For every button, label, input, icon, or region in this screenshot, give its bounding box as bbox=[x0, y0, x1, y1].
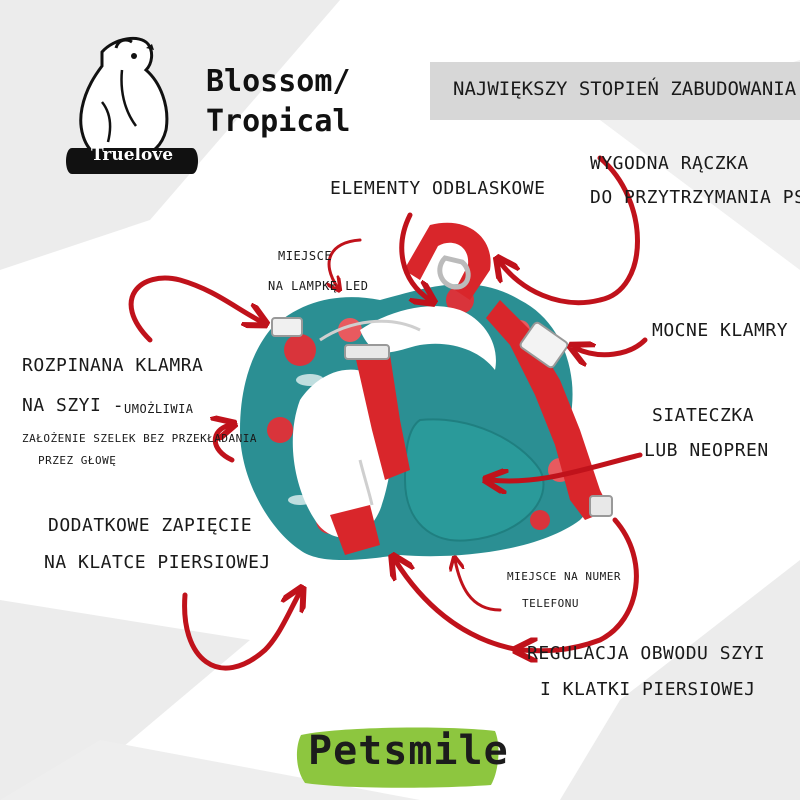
label-neck-line2: NA SZYI - bbox=[22, 395, 125, 416]
petsmile-logo-background bbox=[296, 727, 499, 788]
product-title: Blossom/ Tropical bbox=[206, 62, 351, 142]
label-adjust-line1: REGULACJA OBWODU SZYI bbox=[527, 643, 766, 664]
label-reflective: ELEMENTY ODBLASKOWE bbox=[330, 178, 546, 199]
label-handle-line1: WYGODNA RĄCZKA bbox=[590, 153, 749, 174]
product-title-line2: Tropical bbox=[206, 104, 351, 139]
banner-background bbox=[430, 62, 800, 120]
label-phone-line1: MIEJSCE NA NUMER bbox=[507, 570, 621, 583]
banner-text: NAJWIĘKSZY STOPIEŃ ZABUDOWANIA bbox=[453, 78, 797, 100]
label-chest-line1: DODATKOWE ZAPIĘCIE bbox=[48, 515, 253, 536]
label-neck-line4: PRZEZ GŁOWĘ bbox=[38, 454, 117, 467]
label-mesh-line2: LUB NEOPREN bbox=[644, 440, 769, 461]
product-title-line1: Blossom/ bbox=[206, 64, 351, 99]
label-mesh-line1: SIATECZKA bbox=[652, 405, 755, 426]
label-buckles: MOCNE KLAMRY bbox=[652, 320, 789, 341]
brand-name: Truelove bbox=[90, 145, 174, 165]
dog-head-logo-icon bbox=[66, 36, 198, 174]
label-neck-line3: ZAŁOŻENIE SZELEK BEZ PRZEKŁADANIA bbox=[22, 432, 258, 445]
label-phone-line2: TELEFONU bbox=[522, 597, 579, 610]
label-adjust-line2: I KLATKI PIERSIOWEJ bbox=[540, 679, 756, 700]
label-chest-line2: NA KLATCE PIERSIOWEJ bbox=[44, 552, 271, 573]
label-lamp-line2: NA LAMPKĘ LED bbox=[268, 279, 369, 293]
label-handle-line2: DO PRZYTRZYMANIA PSA bbox=[590, 187, 800, 208]
label-neck-line1: ROZPINANA KLAMRA bbox=[22, 355, 204, 376]
petsmile-logo-text: Petsmile bbox=[308, 728, 509, 774]
label-neck-line2-small: UMOŻLIWIA bbox=[124, 402, 194, 416]
label-lamp-line1: MIEJSCE bbox=[278, 249, 333, 263]
